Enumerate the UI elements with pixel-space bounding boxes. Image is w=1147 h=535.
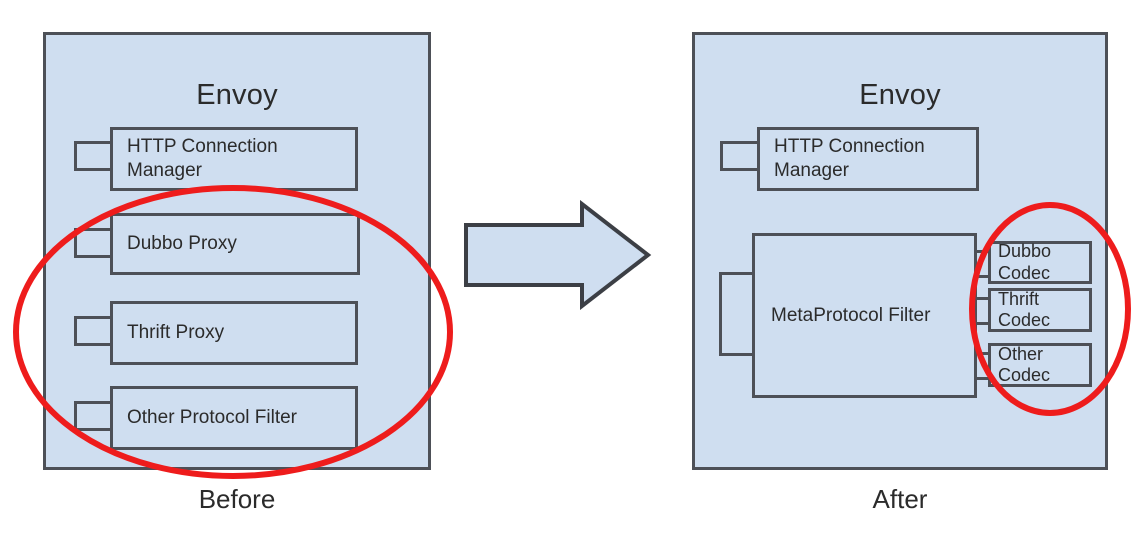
codec-label: Dubbo Codec bbox=[998, 241, 1052, 283]
codec-label: Other Codec bbox=[998, 343, 1051, 385]
filter-port-http-connection-manager-after bbox=[720, 141, 760, 171]
filter-box-http-connection-manager-after[interactable]: HTTP Connection Manager bbox=[757, 127, 979, 191]
panel-title-after: Envoy bbox=[859, 79, 941, 111]
filter-label: HTTP Connection Manager bbox=[127, 136, 278, 181]
filter-box-other-protocol-filter-before[interactable]: Other Protocol Filter bbox=[110, 386, 358, 450]
filter-label: Thrift Proxy bbox=[127, 322, 225, 344]
filter-label: HTTP Connection Manager bbox=[774, 136, 925, 181]
filter-label: Other Protocol Filter bbox=[127, 407, 297, 429]
filter-box-dubbo-proxy-before[interactable]: Dubbo Proxy bbox=[110, 213, 360, 275]
right-arrow-icon bbox=[462, 199, 652, 311]
panel-title-before: Envoy bbox=[196, 79, 278, 111]
filter-box-thrift-proxy-before[interactable]: Thrift Proxy bbox=[110, 301, 358, 365]
codec-box-thrift-codec[interactable]: Thrift Codec bbox=[988, 288, 1092, 332]
codec-box-dubbo-codec[interactable]: Dubbo Codec bbox=[988, 241, 1092, 284]
filter-box-metaprotocol-filter[interactable]: MetaProtocol Filter bbox=[752, 233, 977, 398]
filter-port-http-connection-manager-before bbox=[74, 141, 114, 171]
filter-label: Dubbo Proxy bbox=[127, 233, 237, 255]
filter-box-http-connection-manager-before[interactable]: HTTP Connection Manager bbox=[110, 127, 358, 191]
codec-box-other-codec[interactable]: Other Codec bbox=[988, 343, 1092, 387]
caption-after: After bbox=[872, 484, 928, 514]
caption-before: Before bbox=[198, 484, 276, 514]
filter-port-other-protocol-filter-before bbox=[74, 401, 114, 431]
filter-label: MetaProtocol Filter bbox=[771, 304, 931, 326]
filter-port-dubbo-proxy-before bbox=[74, 228, 114, 258]
codec-label: Thrift Codec bbox=[998, 288, 1051, 330]
filter-port-thrift-proxy-before bbox=[74, 316, 114, 346]
